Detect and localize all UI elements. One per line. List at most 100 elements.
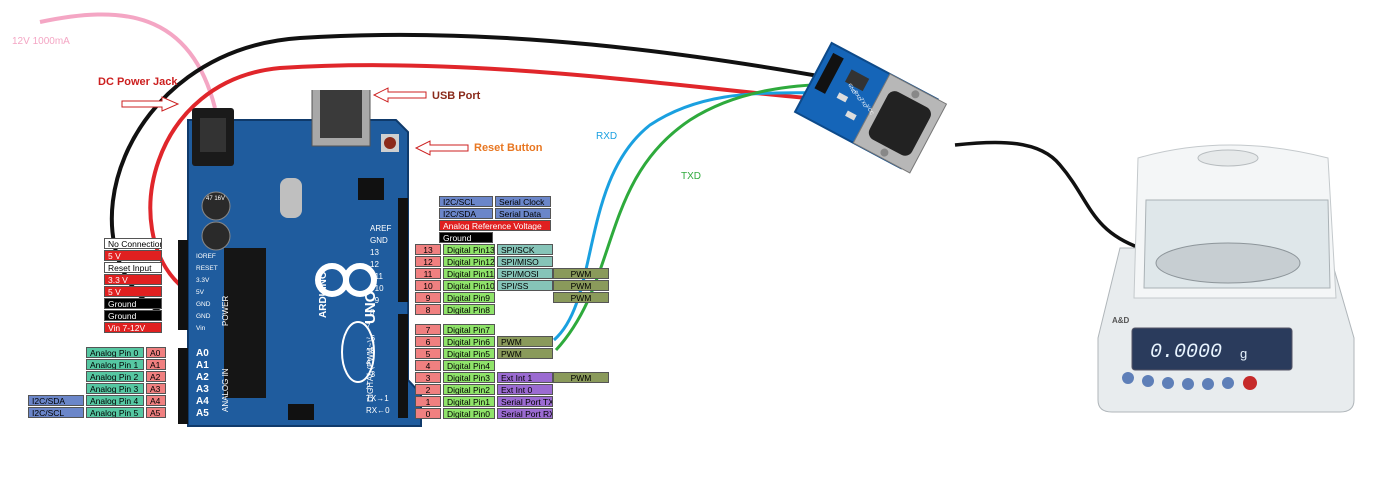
board-analog-pin: A0	[196, 348, 209, 359]
board-power-pin: Vin	[196, 325, 206, 332]
power-pin-label: Vin 7-12V	[104, 322, 162, 333]
board-analog-pin: A3	[196, 384, 209, 395]
digital-pin-function: Ext Int 1	[497, 372, 553, 383]
digital-pin-name: Digital Pin1	[443, 396, 495, 407]
precision-scale	[1097, 144, 1355, 413]
digital-pin-pwm: PWM	[553, 280, 609, 291]
reset-button-label: Reset Button	[474, 142, 543, 154]
board-digital-pin: 8	[370, 308, 375, 317]
analog-pin-label: A5	[146, 407, 166, 418]
digital-pin-function: SPI/MOSI	[497, 268, 553, 279]
board-analog-pin: A2	[196, 372, 209, 383]
analog-pin-label: A1	[146, 359, 166, 370]
rs232-module	[793, 41, 948, 174]
digital-pin-number: 0	[415, 408, 441, 419]
rxd-wire-label: RXD	[596, 131, 618, 142]
scale-buttons	[1122, 372, 1257, 390]
i2c-function-label: Serial Clock	[495, 196, 551, 207]
digital-pin-function: PWM	[497, 336, 553, 347]
usb-port-label: USB Port	[432, 90, 481, 102]
board-power-pin: IOREF	[196, 253, 216, 260]
power-pin-label: Reset Input	[104, 262, 162, 273]
scale-brand: A&D	[1112, 316, 1130, 325]
board-digital-pin: 7	[366, 322, 371, 331]
digital-pin-number: 12	[415, 256, 441, 267]
usb-port-arrow-icon	[372, 87, 427, 103]
digital-pin-number: 8	[415, 304, 441, 315]
scale-display-unit: g	[1240, 346, 1248, 361]
board-digital-pin: ~9	[370, 296, 380, 305]
board-digital-pin: RX←0	[366, 406, 390, 415]
dc-jack-label: DC Power Jack	[98, 76, 178, 88]
digital-pin-number: 5	[415, 348, 441, 359]
board-analog-pin: A5	[196, 408, 209, 419]
digital-pin-function: SPI/MISO	[497, 256, 553, 267]
digital-pin-name: Digital Pin8	[443, 304, 495, 315]
board-power-pin: GND	[196, 301, 211, 308]
i2c-function-label: Serial Data	[495, 208, 551, 219]
board-digital-pin: GND	[370, 236, 388, 245]
board-power-pin: RESET	[196, 265, 218, 272]
digital-pin-name: Digital Pin13	[443, 244, 495, 255]
digital-pin-number: 1	[415, 396, 441, 407]
board-digital-pin: TX→1	[366, 394, 389, 403]
digital-pin-name: Digital Pin3	[443, 372, 495, 383]
digital-pin-name: Digital Pin4	[443, 360, 495, 371]
ground-label: Ground	[439, 232, 493, 243]
power-pin-label: 3.3 V	[104, 274, 162, 285]
board-digital-pin: ~6	[366, 334, 376, 343]
board-capacitor-label: 47 16V	[206, 196, 226, 202]
txd-wire-label: TXD	[681, 171, 701, 182]
arduino-board	[178, 90, 422, 427]
analog-extra-label: I2C/SCL	[28, 407, 84, 418]
analog-name-label: Analog Pin 3	[86, 383, 144, 394]
digital-pin-number: 9	[415, 292, 441, 303]
power-supply-wire	[39, 12, 217, 109]
scale-display-value: 0.0000	[1150, 341, 1223, 364]
serial-cable	[954, 140, 1141, 250]
digital-pin-name: Digital Pin9	[443, 292, 495, 303]
power-pin-label: 5 V	[104, 250, 162, 261]
power-header-label: POWER	[221, 295, 230, 326]
digital-pin-number: 3	[415, 372, 441, 383]
digital-pin-function: Serial Port TXD	[497, 396, 553, 407]
board-digital-pin: AREF	[370, 224, 392, 233]
board-brand: ARDUINO	[318, 271, 329, 318]
reset-button-arrow-icon	[414, 140, 469, 156]
board-digital-pin: ~3	[366, 370, 376, 379]
analog-pin-label: A3	[146, 383, 166, 394]
board-power-pin: GND	[196, 313, 211, 320]
digital-pin-function: PWM	[497, 348, 553, 359]
power-pin-label: 5 V	[104, 286, 162, 297]
board-power-pin: 5V	[196, 289, 204, 296]
scale-display	[1131, 327, 1293, 371]
digital-pin-number: 13	[415, 244, 441, 255]
digital-pin-name: Digital Pin7	[443, 324, 495, 335]
analog-pin-label: A0	[146, 347, 166, 358]
board-digital-pin: ~11	[370, 272, 383, 281]
digital-pin-function: Ext Int 0	[497, 384, 553, 395]
digital-pin-number: 7	[415, 324, 441, 335]
board-analog-pin: A4	[196, 396, 209, 407]
digital-pin-name: Digital Pin5	[443, 348, 495, 359]
digital-pin-number: 6	[415, 336, 441, 347]
power-pin-label: No Connection	[104, 238, 162, 249]
dc-jack-arrow-icon	[121, 96, 180, 112]
digital-pin-name: Digital Pin11	[443, 268, 495, 279]
vcc-wire	[148, 63, 831, 287]
analog-name-label: Analog Pin 2	[86, 371, 144, 382]
digital-pin-number: 4	[415, 360, 441, 371]
atmega-chip	[224, 248, 266, 398]
digital-pin-name: Digital Pin12	[443, 256, 495, 267]
analog-header-label: ANALOG IN	[221, 368, 230, 412]
digital-pin-pwm: PWM	[553, 292, 609, 303]
analog-name-label: Analog Pin 4	[86, 395, 144, 406]
board-digital-pin: 13	[370, 248, 379, 257]
digital-pin-number: 10	[415, 280, 441, 291]
analog-extra-label: I2C/SDA	[28, 395, 84, 406]
board-analog-pin: A1	[196, 360, 209, 371]
power-supply-label: 12V 1000mA	[12, 36, 70, 47]
analog-name-label: Analog Pin 0	[86, 347, 144, 358]
digital-pin-function: Serial Port RXD	[497, 408, 553, 419]
board-digital-pin: 2	[366, 382, 371, 391]
